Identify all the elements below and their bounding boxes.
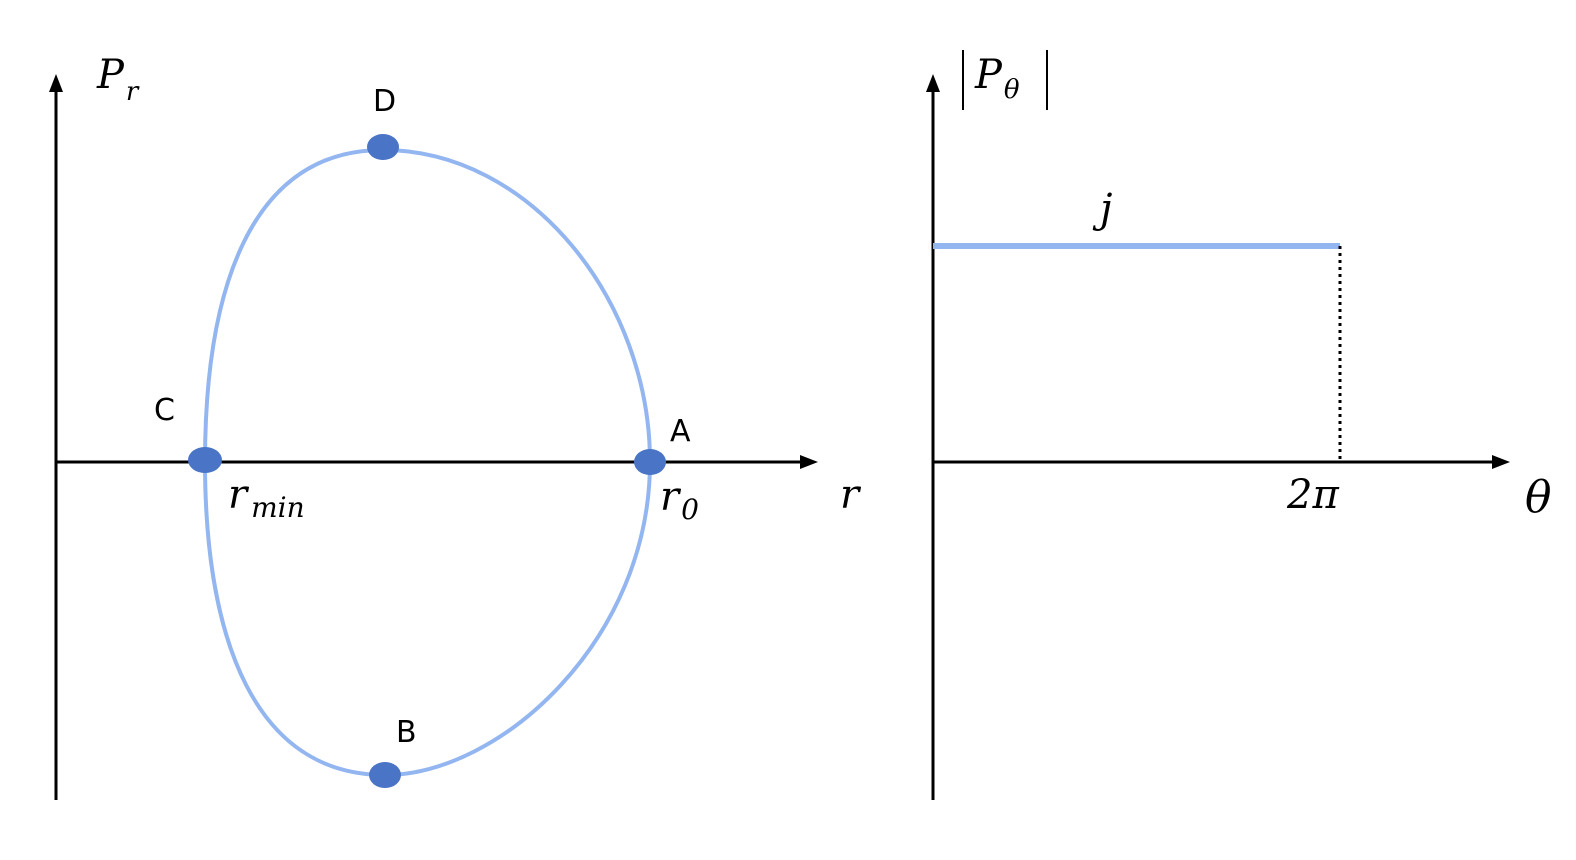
r-min-label-main: r <box>228 472 250 518</box>
pr-axis-label-sub: r <box>126 77 140 107</box>
point-c <box>188 447 222 473</box>
point-d <box>367 134 399 160</box>
r0-label: r0 <box>660 474 699 526</box>
pr-axis-label: Pr <box>96 52 140 107</box>
theta-axis-label: θ <box>1525 472 1552 523</box>
right-panel: Pθ j 2π θ <box>926 50 1552 800</box>
point-c-label: C <box>154 393 175 428</box>
r0-label-main: r <box>660 474 682 520</box>
two-pi-label: 2π <box>1286 472 1339 518</box>
r-axis-label: r <box>840 472 862 518</box>
point-a <box>634 449 666 475</box>
p-theta-axis-label-sub: θ <box>1004 75 1020 105</box>
j-label: j <box>1092 186 1112 232</box>
point-b <box>369 762 401 788</box>
p-theta-axis-label-main: P <box>974 52 1003 98</box>
point-b-label: B <box>396 715 417 750</box>
r0-label-sub: 0 <box>681 493 699 526</box>
r-min-label-sub: min <box>251 491 305 524</box>
p-theta-axis-label: Pθ <box>974 52 1020 105</box>
pr-axis-label-main: P <box>96 52 125 98</box>
point-d-label: D <box>373 84 396 119</box>
point-a-label: A <box>670 414 691 449</box>
